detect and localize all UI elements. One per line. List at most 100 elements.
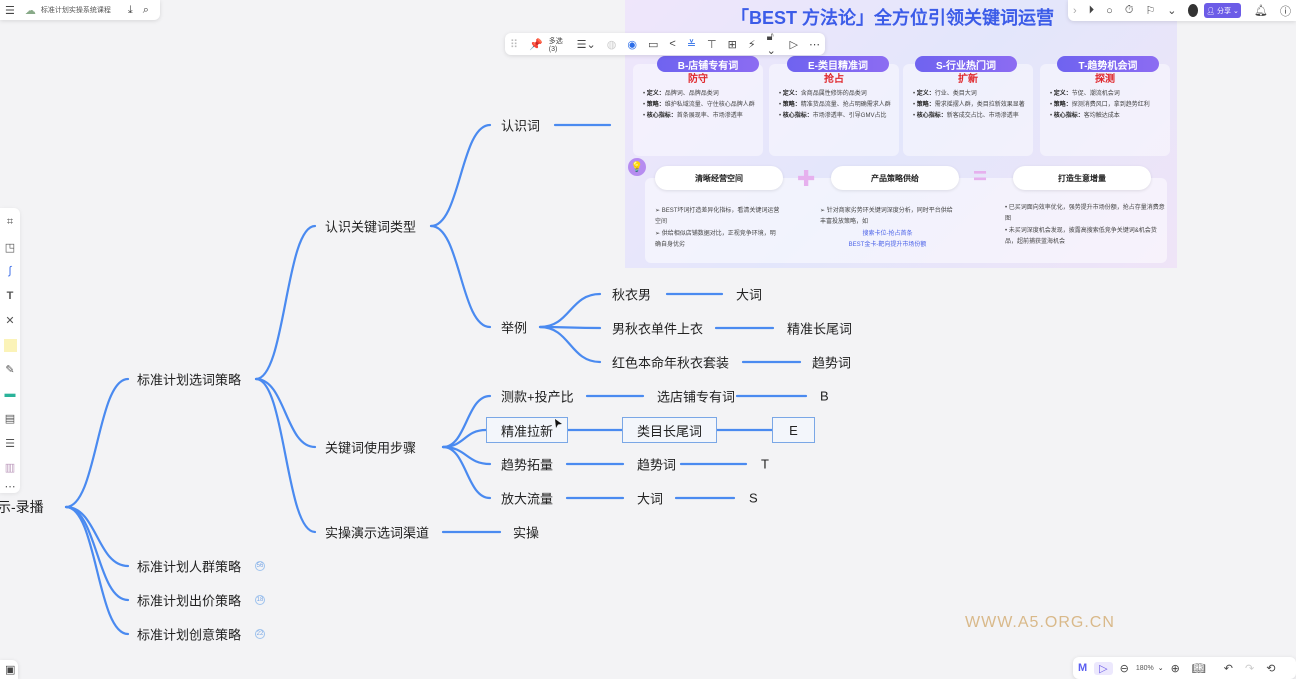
- l2-node[interactable]: 认识关键词类型: [325, 219, 417, 235]
- zoom-level[interactable]: 180%: [1135, 664, 1154, 672]
- example-keyword[interactable]: 红色本命年秋衣套装: [612, 355, 730, 371]
- l1-node[interactable]: 标准计划出价策略: [137, 593, 242, 609]
- text-block-icon[interactable]: ▤: [4, 412, 16, 425]
- connector-line: [64, 505, 130, 602]
- step-node[interactable]: 放大流量: [501, 491, 554, 507]
- help-icon[interactable]: ⓘ: [1280, 5, 1291, 18]
- zoom-out-icon[interactable]: ⊖: [1119, 662, 1129, 675]
- zoom-in-icon[interactable]: ⊕: [1170, 662, 1180, 675]
- play-icon[interactable]: ⏵: [1088, 4, 1095, 16]
- card-bullets: • 定义：行业、类目大词• 策略：需求摇摆人群，类目拉新效果显著• 核心指标：新…: [913, 91, 1025, 120]
- l2-node[interactable]: 实操演示选词渠道: [325, 525, 430, 541]
- example-keyword[interactable]: 秋衣男: [612, 287, 652, 303]
- pointer-icon[interactable]: ▷: [1094, 661, 1113, 675]
- more-icon[interactable]: ⋯: [809, 38, 820, 51]
- pill-product-strategy: 产品策略供给: [831, 166, 959, 190]
- example-type[interactable]: 精准长尾词: [787, 321, 853, 337]
- l2-node[interactable]: 关键词使用步骤: [325, 440, 417, 456]
- pin-icon[interactable]: 📌: [529, 38, 543, 51]
- branch-icon[interactable]: <: [669, 38, 676, 50]
- menu-icon[interactable]: ☰: [5, 4, 15, 17]
- timer-icon[interactable]: ⏱︎: [1124, 4, 1134, 16]
- step-letter-selected[interactable]: E: [772, 417, 815, 443]
- share-button[interactable]: 👤︎ 分享 ⌄: [1203, 3, 1242, 18]
- list-icon[interactable]: ☰: [5, 437, 15, 450]
- step-keyword[interactable]: 大词: [637, 491, 664, 507]
- fill-icon[interactable]: ◍: [606, 38, 617, 51]
- present-icon[interactable]: ▷: [789, 38, 798, 51]
- example-node[interactable]: 举例: [501, 320, 528, 336]
- bottom-toolbar: M ▷ ⊖ 180% ⌄ ⊕ 📖︎ ↶ ↷ ⟲: [1073, 657, 1296, 679]
- insert-icon[interactable]: ⊞: [727, 38, 737, 51]
- history-icon[interactable]: ⟲: [1266, 662, 1276, 675]
- step-node[interactable]: 趋势拓量: [501, 457, 554, 473]
- download-icon[interactable]: ⤓: [127, 3, 133, 16]
- step-letter[interactable]: S: [749, 490, 758, 506]
- bell-icon[interactable]: 🔔︎: [1254, 5, 1268, 17]
- example-keyword[interactable]: 男秋衣单件上衣: [612, 321, 704, 337]
- top-right-bar: › ⏵ ○ ⏱︎ ⚐ ⌄ 👤︎ 分享 ⌄ 🔔︎ ⓘ: [1068, 0, 1296, 21]
- mindmap-icon[interactable]: ✕: [5, 314, 15, 327]
- l1-node[interactable]: 标准计划人群策略: [137, 559, 242, 575]
- expand-icon[interactable]: ›: [1073, 4, 1077, 17]
- shape-icon[interactable]: ◳: [4, 241, 16, 254]
- example-type[interactable]: 趋势词: [812, 355, 852, 371]
- connector-line: [64, 377, 130, 509]
- book-icon[interactable]: 📖︎: [1191, 662, 1206, 675]
- style-icon[interactable]: ⚡: [747, 38, 756, 51]
- border-circle-icon[interactable]: ◉: [627, 38, 637, 51]
- slide-title: 「BEST 方法论」全方位引领关键词运营: [731, 8, 1055, 28]
- table-icon[interactable]: ▬: [4, 388, 16, 400]
- pill-operation-space: 清晰经营空间: [655, 166, 783, 190]
- template-icon[interactable]: ▥: [4, 461, 16, 474]
- connector-line: [429, 224, 492, 329]
- text-icon[interactable]: ⊤: [707, 38, 717, 51]
- step-keyword-selected[interactable]: 类目长尾词: [622, 417, 717, 443]
- connector-line: [441, 445, 492, 500]
- pen-icon[interactable]: ✎: [5, 363, 15, 376]
- example-type[interactable]: 大词: [736, 287, 763, 303]
- more-icon[interactable]: ⋯: [4, 480, 16, 493]
- undo-icon[interactable]: ↶: [1223, 662, 1233, 675]
- l1-node[interactable]: 标准计划选词策略: [137, 372, 242, 388]
- practice-node[interactable]: 实操: [513, 525, 540, 541]
- flag-icon[interactable]: ⚐: [1145, 5, 1156, 17]
- layout-icon[interactable]: ☰⌄: [576, 38, 596, 51]
- shape-icon[interactable]: ▭: [647, 38, 659, 51]
- connector-icon[interactable]: ∫: [8, 265, 12, 277]
- best-methodology-slide[interactable]: 「BEST 方法论」全方位引领关键词运营 B-店铺专有词防守 E-类目精准词抢占…: [625, 0, 1177, 268]
- connector-line: [64, 505, 130, 636]
- redo-icon[interactable]: ↷: [1244, 662, 1255, 675]
- l1-node[interactable]: 标准计划创意策略: [137, 627, 242, 643]
- collapsed-count-badge[interactable]: 22: [255, 629, 265, 639]
- ai-logo-icon[interactable]: M: [1078, 662, 1088, 674]
- avatar[interactable]: [1187, 4, 1198, 17]
- collapsed-count-badge[interactable]: 18: [255, 595, 265, 605]
- step-keyword[interactable]: 选店铺专有词: [657, 389, 736, 405]
- lock-icon[interactable]: 🔓︎⌄: [766, 31, 776, 57]
- frame-icon[interactable]: ⌗: [6, 215, 14, 228]
- doc-title[interactable]: 标准计划实操系统课程: [40, 7, 111, 14]
- card-bullets: • 定义：品牌词、品牌品类词• 策略：维护私域流量、守住核心品牌人群• 核心指标…: [643, 91, 755, 120]
- multi-select-label[interactable]: 多选 (3): [548, 37, 563, 53]
- step-node[interactable]: 测款+投产比: [501, 389, 574, 405]
- sticky-note-icon[interactable]: [2, 337, 18, 353]
- drag-handle-icon[interactable]: ⠿: [510, 38, 519, 51]
- step-letter[interactable]: T: [761, 456, 769, 472]
- connector-line: [441, 394, 492, 449]
- card-head: 探测: [1095, 74, 1115, 85]
- root-node[interactable]: 示-录播: [0, 499, 44, 515]
- recognize-node[interactable]: 认识词: [501, 118, 541, 134]
- text-icon[interactable]: T: [6, 290, 14, 302]
- collapsed-count-badge[interactable]: 56: [255, 561, 265, 571]
- search-icon[interactable]: ⌕: [142, 3, 149, 16]
- step-node-selected[interactable]: 精准拉新: [486, 417, 568, 443]
- line-style-icon[interactable]: ≚: [686, 38, 697, 51]
- collapse-icon[interactable]: ⌄: [1167, 5, 1177, 17]
- step-letter[interactable]: B: [820, 388, 829, 404]
- step-keyword[interactable]: 趋势词: [637, 457, 677, 473]
- comment-icon[interactable]: ○: [1106, 4, 1113, 17]
- minimap-button[interactable]: ▣: [0, 660, 18, 679]
- cloud-icon: ☁: [24, 4, 36, 17]
